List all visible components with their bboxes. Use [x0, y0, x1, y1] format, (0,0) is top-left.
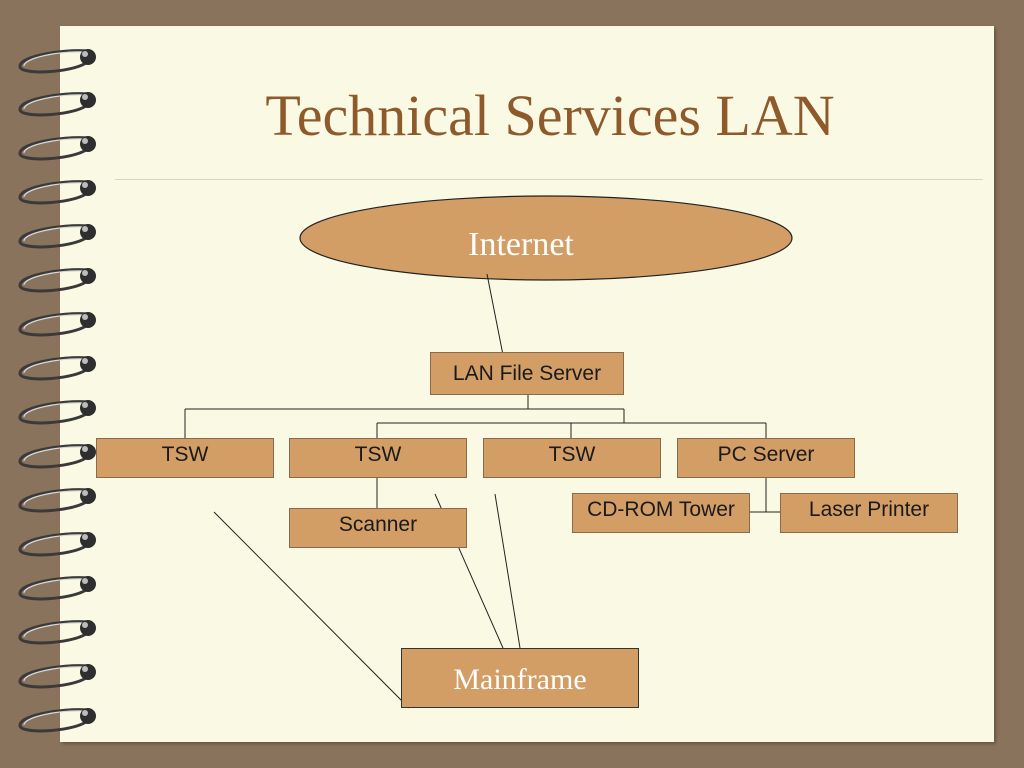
tsw-node-3: TSW — [483, 438, 661, 478]
binding-ring — [18, 444, 96, 469]
binding-ring — [18, 180, 96, 205]
binding-ring — [18, 664, 96, 689]
binding-ring — [18, 576, 96, 601]
binding-ring — [18, 532, 96, 557]
title-divider — [115, 179, 983, 180]
binding-ring — [18, 136, 96, 161]
binding-ring — [18, 356, 96, 381]
pc-server-node: PC Server — [677, 438, 855, 478]
binding-ring — [18, 268, 96, 293]
lan-file-server-node: LAN File Server — [430, 352, 624, 395]
binding-ring — [18, 49, 96, 74]
binding-ring — [18, 400, 96, 425]
cd-rom-tower-node: CD-ROM Tower — [572, 493, 750, 533]
binding-ring — [18, 92, 96, 117]
binding-ring — [18, 224, 96, 249]
laser-printer-node: Laser Printer — [780, 493, 958, 533]
internet-node — [299, 195, 793, 281]
binding-ring — [18, 708, 96, 733]
connector-internet-server — [486, 273, 504, 356]
spiral-binding — [18, 49, 96, 733]
internet-label: Internet — [468, 226, 574, 263]
connector-tsw3-mainframe — [494, 493, 521, 649]
binding-ring — [18, 312, 96, 337]
mainframe-node: Mainframe — [401, 648, 639, 708]
tsw-node-2: TSW — [289, 438, 467, 478]
tsw-node-1: TSW — [96, 438, 274, 478]
binding-ring — [18, 620, 96, 645]
slide-title: Technical Services LAN — [265, 83, 835, 148]
scanner-node: Scanner — [289, 508, 467, 548]
binding-ring — [18, 488, 96, 513]
connector-tsw1-mainframe — [213, 511, 410, 709]
